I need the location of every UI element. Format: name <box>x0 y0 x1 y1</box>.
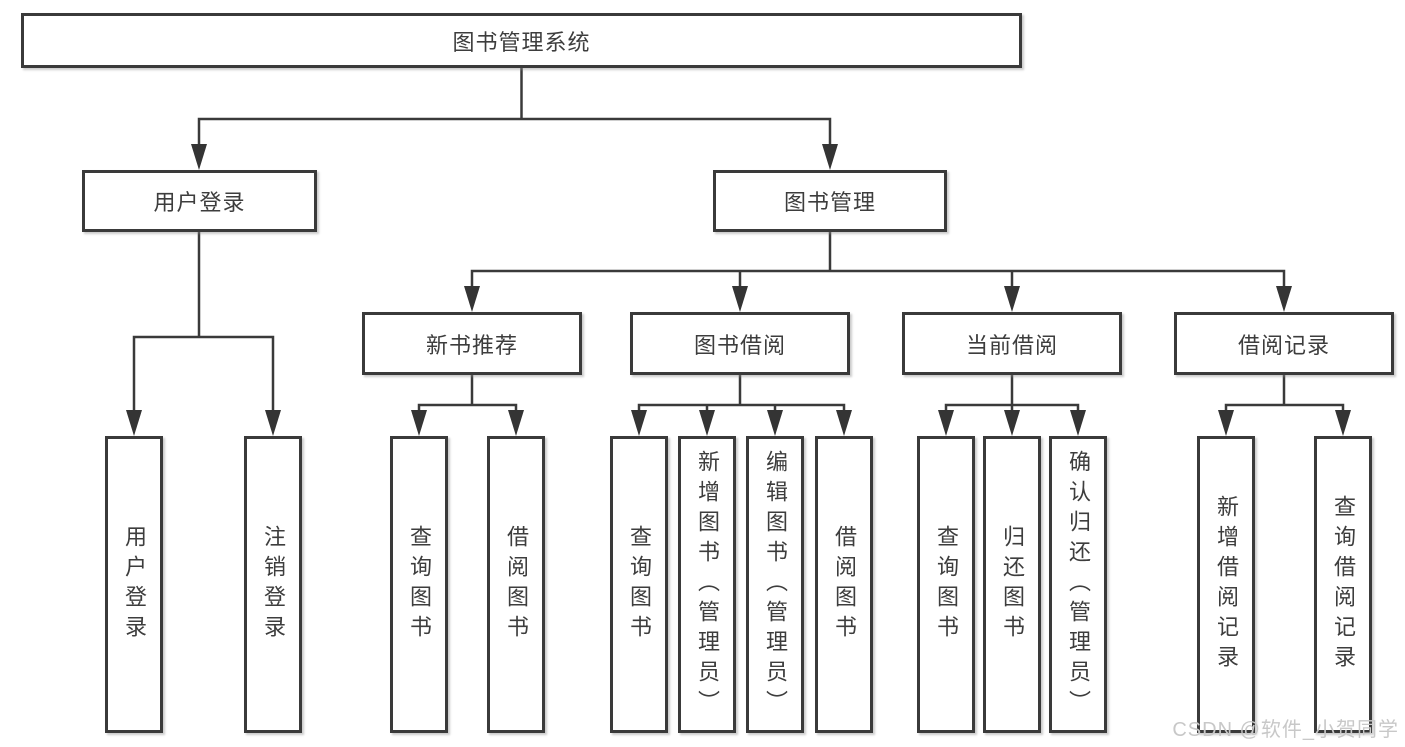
node-user-login: 用户登录 <box>82 170 317 232</box>
leaf-add-borrow-record: 新增借阅记录 <box>1197 436 1255 733</box>
leaf-edit-books-admin: 编辑图书（管理员） <box>746 436 804 733</box>
node-library-management-system: 图书管理系统 <box>21 13 1022 68</box>
leaf-borrow-books-recommend: 借阅图书 <box>487 436 545 733</box>
leaf-logout: 注销登录 <box>244 436 302 733</box>
leaf-return-books: 归还图书 <box>983 436 1041 733</box>
leaf-user-login: 用户登录 <box>105 436 163 733</box>
leaf-add-books-admin: 新增图书（管理员） <box>678 436 736 733</box>
connector-geometry <box>126 68 1351 436</box>
node-book-management: 图书管理 <box>713 170 947 232</box>
leaf-query-borrow-record: 查询借阅记录 <box>1314 436 1372 733</box>
node-borrowing-records: 借阅记录 <box>1174 312 1394 375</box>
leaf-borrow-books: 借阅图书 <box>815 436 873 733</box>
leaf-query-books-borrowing: 查询图书 <box>610 436 668 733</box>
leaf-query-books-current: 查询图书 <box>917 436 975 733</box>
leaf-query-books-recommend: 查询图书 <box>390 436 448 733</box>
node-current-borrowing: 当前借阅 <box>902 312 1122 375</box>
node-book-borrowing: 图书借阅 <box>630 312 850 375</box>
node-new-book-recommendation: 新书推荐 <box>362 312 582 375</box>
leaf-confirm-return-admin: 确认归还（管理员） <box>1049 436 1107 733</box>
csdn-watermark: CSDN @软件_小贺同学 <box>1172 719 1399 741</box>
